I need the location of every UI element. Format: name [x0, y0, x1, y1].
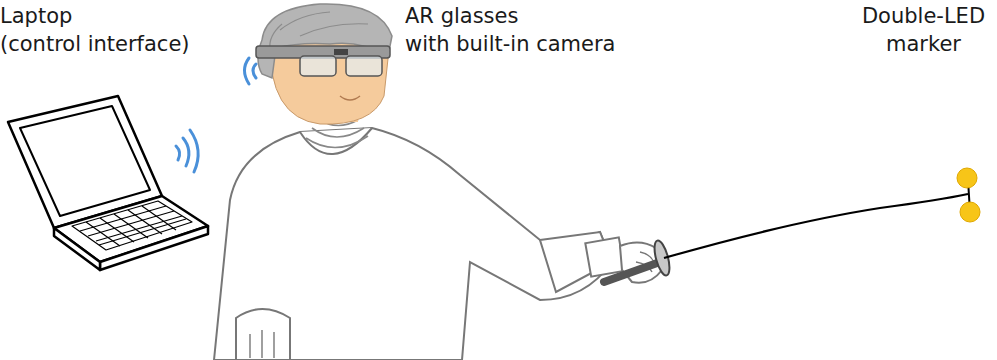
laptop-drawing — [8, 96, 208, 270]
callout-label: AR glasses with built-in camera — [405, 2, 705, 58]
led — [957, 168, 977, 188]
laptop-screen — [20, 106, 150, 216]
left-hand — [236, 309, 290, 360]
gray-hair — [258, 4, 392, 78]
glasses-lens — [346, 56, 382, 76]
instrument-handle — [604, 262, 660, 282]
cuff — [585, 237, 624, 276]
person-drawing — [214, 118, 662, 360]
led — [960, 202, 980, 222]
flexible-instrument — [604, 168, 980, 282]
glasses-lens — [300, 56, 336, 76]
instrument-shaft — [664, 194, 968, 258]
glasses-wireless-waves — [245, 58, 257, 84]
left-fingers — [250, 330, 274, 358]
lab-coat — [214, 128, 612, 360]
ar-glasses — [256, 46, 390, 76]
hair-strands — [270, 12, 368, 50]
instrument-flange — [652, 239, 673, 277]
glasses-camera — [334, 49, 348, 55]
callout-label: Laptop (control interface) — [0, 2, 260, 58]
head — [258, 4, 392, 124]
mouth — [340, 96, 360, 100]
laptop-keyboard — [72, 201, 192, 250]
collar — [300, 128, 372, 154]
laptop-wireless-waves — [176, 130, 198, 172]
laptop-edge — [100, 226, 208, 270]
callout-label: Double-LED marker — [850, 2, 997, 58]
